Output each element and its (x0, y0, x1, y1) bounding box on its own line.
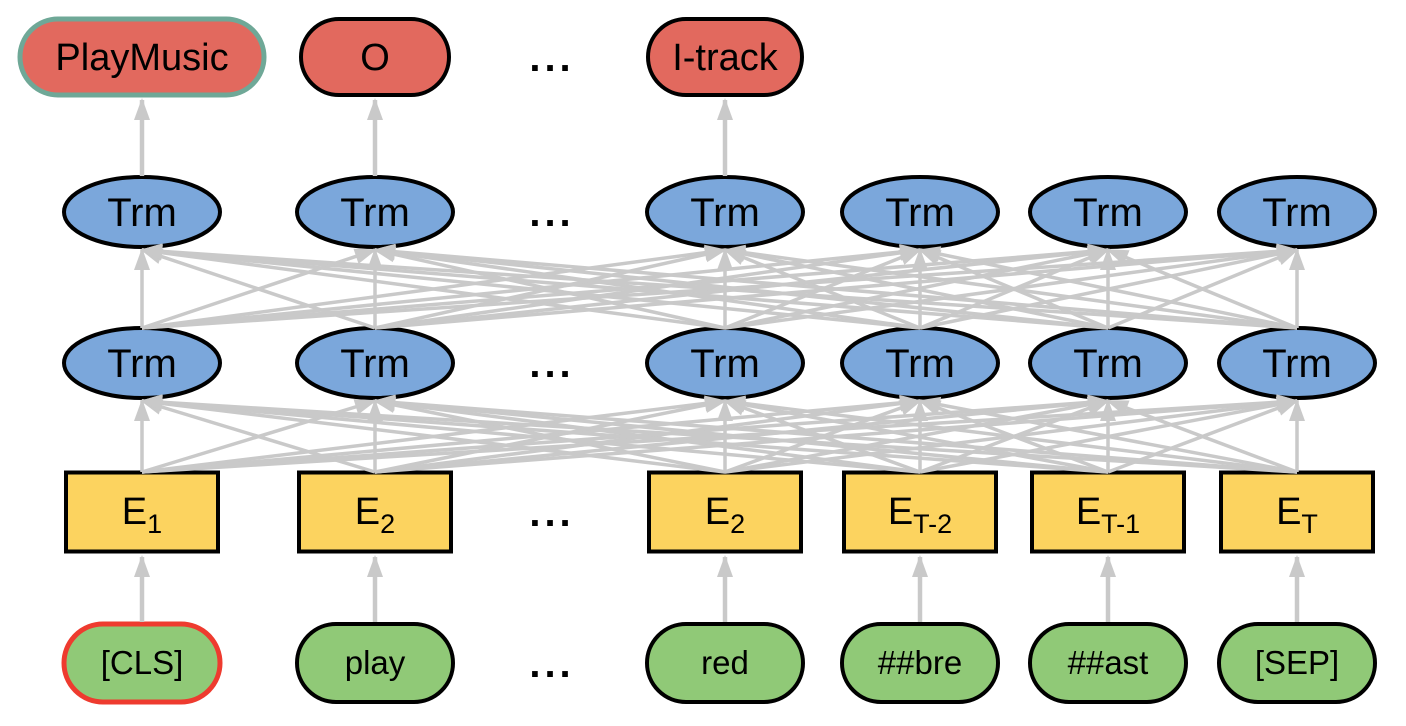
arrow-line (918, 246, 1298, 330)
trm-label: Trm (1073, 342, 1143, 386)
transformer-row-bottom: Trm Trm Trm Trm Trm Trm (62, 326, 1377, 400)
embedding-node-et2 (842, 470, 998, 554)
embedding-label-base: E (1076, 491, 1101, 533)
trm-label: Trm (340, 191, 410, 235)
output-label-o: O (360, 37, 390, 79)
embedding-label-sub: 2 (730, 509, 745, 539)
embedding-label-base: E (705, 491, 730, 533)
arrow-line (723, 244, 1298, 330)
embedding-label-sub: 1 (147, 509, 162, 539)
token-label-ast: ##ast (1068, 644, 1149, 681)
arrow-line (140, 395, 726, 474)
token-node-bre (840, 622, 1000, 704)
ellipsis-transformer-row-bottom: ... (529, 342, 574, 386)
ellipsis-embedding-row: ... (529, 491, 574, 535)
arrow-line (373, 243, 1298, 330)
embedding-label-e1: E1 (122, 491, 162, 539)
embedding-label-sub: 2 (380, 509, 395, 539)
transformer-row-top: Trm Trm Trm Trm Trm Trm (62, 175, 1377, 249)
arrow-line (140, 248, 376, 330)
arrow-line (1106, 399, 1298, 474)
edges-trm-to-trm (134, 243, 1305, 330)
token-node-sep (1217, 622, 1377, 704)
arrow-line (140, 243, 1109, 330)
arrow-line (140, 399, 376, 474)
arrow-line (373, 394, 1298, 474)
arrow-line (140, 394, 921, 474)
trm-label: Trm (1262, 191, 1332, 235)
token-label-play: play (345, 644, 406, 681)
arrow-line (140, 243, 1298, 330)
edges-trm-to-outputs (134, 98, 733, 176)
embedding-label-sub: T (1301, 509, 1318, 539)
trm-label: Trm (690, 191, 760, 235)
arrow-line (918, 396, 1298, 474)
arrow-line (140, 394, 1298, 474)
embedding-node-et (1219, 470, 1375, 554)
embedding-label-base: E (122, 491, 147, 533)
output-label-playmusic: PlayMusic (55, 37, 228, 79)
output-row: PlayMusic O I-track (17, 16, 804, 98)
trm-label: Trm (1073, 191, 1143, 235)
edges-tokens-to-embeddings (134, 555, 1305, 622)
embedding-label-base: E (355, 491, 380, 533)
embedding-label-et2: ET-2 (888, 491, 952, 539)
arrow-line (140, 244, 921, 330)
token-label-bre: ##bre (878, 644, 962, 681)
embedding-label-e2: E2 (705, 491, 745, 539)
token-node-ast (1028, 622, 1188, 704)
token-node-play (295, 622, 455, 704)
output-node-playmusic (17, 16, 267, 98)
embedding-label-e2: E2 (355, 491, 395, 539)
embedding-node-e2 (297, 470, 453, 554)
embedding-label-sub: T-2 (913, 509, 952, 539)
embedding-node-et1 (1030, 470, 1186, 554)
arrow-line (140, 244, 726, 330)
embedding-label-base: E (1276, 491, 1301, 533)
token-node-red (645, 622, 805, 704)
token-label-cls: [CLS] (101, 644, 184, 681)
embedding-label-et1: ET-1 (1076, 491, 1140, 539)
arrow-line (723, 395, 1298, 474)
arrow-line (373, 246, 726, 330)
output-node-itrack (646, 17, 804, 97)
embedding-node-e1 (64, 470, 220, 554)
output-label-itrack: I-track (672, 37, 779, 79)
arrow-line (373, 244, 921, 330)
ellipsis-output-row: ... (529, 36, 574, 80)
arrow-line (723, 396, 1109, 474)
trm-label: Trm (1262, 342, 1332, 386)
trm-label: Trm (885, 342, 955, 386)
ellipsis-transformer-row-top: ... (529, 191, 574, 235)
embedding-label-et: ET (1276, 491, 1318, 539)
trm-label: Trm (107, 191, 177, 235)
embedding-label-base: E (888, 491, 913, 533)
token-label-red: red (701, 644, 749, 681)
trm-label: Trm (690, 342, 760, 386)
arrow-line (723, 246, 1109, 330)
embedding-node-e2 (647, 470, 803, 554)
trm-label: Trm (107, 342, 177, 386)
token-label-sep: [SEP] (1255, 644, 1339, 681)
output-node-o (299, 17, 451, 97)
edges-embeddings-to-trm (134, 394, 1305, 474)
trm-label: Trm (340, 342, 410, 386)
arrow-line (1106, 248, 1298, 330)
trm-label: Trm (885, 191, 955, 235)
token-row: [CLS] play red ##bre ##ast [SEP] (61, 621, 1377, 705)
ellipsis-token-row: ... (529, 642, 574, 686)
arrow-line (140, 394, 1109, 474)
token-node-cls (61, 621, 223, 705)
embedding-label-sub: T-1 (1101, 509, 1140, 539)
